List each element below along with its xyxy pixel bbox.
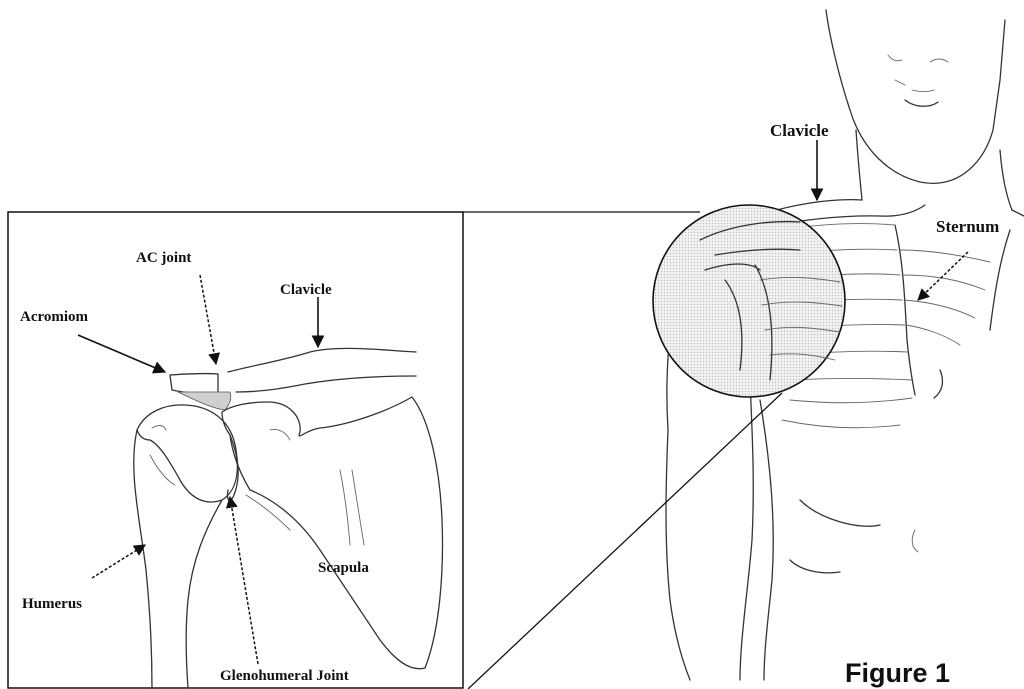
connector-bottom: [468, 393, 782, 689]
humerus-arrow: [92, 545, 145, 578]
figure-caption: Figure 1: [845, 658, 950, 688]
glenohumeral-arrow: [230, 497, 258, 664]
acromiom-label: Acromiom: [20, 309, 89, 325]
magnifier-circle: [653, 205, 845, 397]
acromiom-arrow: [78, 335, 165, 372]
sternum-label: Sternum: [936, 217, 999, 236]
humerus-label: Humerus: [22, 596, 82, 612]
ac-joint-label: AC joint: [136, 250, 191, 266]
scapula-label: Scapula: [318, 560, 369, 576]
ac-joint-arrow: [200, 275, 216, 364]
shoulder-detail-illustration: [134, 348, 443, 688]
clavicle-detail-label: Clavicle: [280, 282, 332, 298]
glenohumeral-label: Glenohumeral Joint: [220, 668, 349, 684]
clavicle-body-label: Clavicle: [770, 121, 829, 140]
